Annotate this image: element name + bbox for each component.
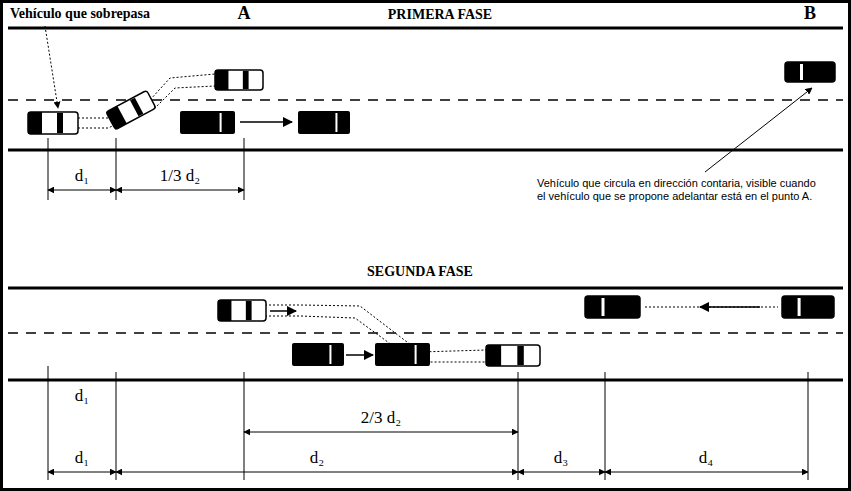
motion-arrow [270,310,296,312]
extension-line [48,138,49,200]
phase-title: PRIMERA FASE [386,7,494,23]
extension-line [244,372,245,480]
dimension-line [244,432,518,433]
oncoming-car [782,296,834,318]
dimension-label: d₃ [552,448,570,468]
extension-line [244,138,245,200]
truck [292,343,344,366]
leader-line [705,88,812,172]
car [218,300,266,321]
extension-line [808,372,809,480]
dimension-line [518,472,605,473]
motion-arrow [346,354,373,356]
truck [375,343,430,366]
extension-line [116,138,117,200]
dimension-label: d₁ [73,448,91,468]
road-edge [8,27,843,30]
truck [180,111,235,134]
road-edge [8,149,843,152]
truck [298,111,350,134]
dimension-label: d₂ [308,448,326,468]
dimension-line [48,190,116,191]
motion-arrow [700,306,760,308]
dimension-line [116,472,518,473]
road-edge [8,287,843,290]
note: Vehículo que circula en dirección contar… [535,177,829,202]
trajectory [645,307,778,308]
vehicle-label: Vehículo que sobrepasa [8,6,152,22]
dimension-line [116,190,244,191]
car [215,70,263,90]
dimension-label: d₄ [697,448,715,468]
extension-line [48,366,49,372]
point-label: A [236,3,253,24]
extension-line [518,372,519,480]
car [106,90,156,129]
dimension-label: d₁ [73,166,91,186]
dimension-line [48,472,116,473]
extension-line [48,372,49,480]
car [28,112,78,134]
oncoming-car [585,296,640,318]
road-edge [8,379,843,382]
extension-line [116,372,117,480]
point-label: B [802,3,818,24]
center-line [8,332,843,334]
oncoming-car [785,62,835,82]
extension-line [605,372,606,480]
car [486,345,540,366]
motion-arrow [240,121,292,123]
dimension-line [605,472,808,473]
dimension-label: 1/3 d₂ [158,166,202,186]
dimension-label: d₁ [73,386,91,406]
pointer-line [45,26,58,108]
phase-title: SEGUNDA FASE [365,264,475,280]
dimension-label: 2/3 d₂ [359,408,403,428]
